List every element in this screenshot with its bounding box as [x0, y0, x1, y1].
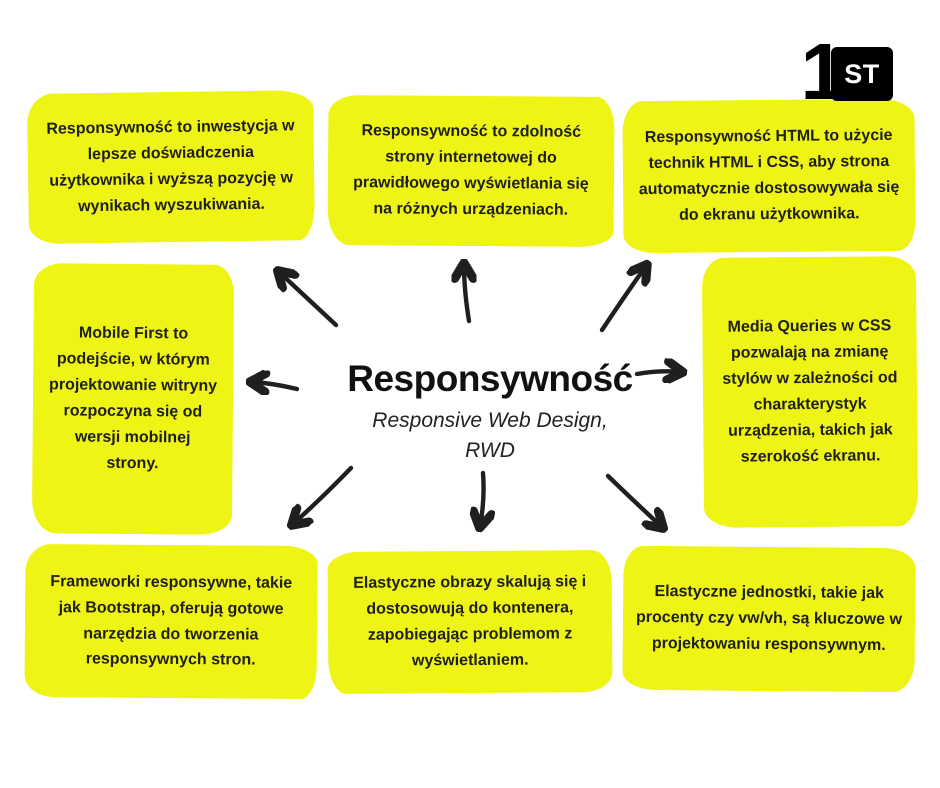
node-top-left-text: Responsywność to inwestycja w lepsze doś…: [46, 117, 295, 216]
node-mid-right: Media Queries w CSS pozwalają na zmianę …: [701, 256, 919, 528]
arrow-to-bottom-right: [605, 473, 662, 527]
arrow-to-top-left: [279, 272, 339, 328]
node-mid-left-text: Mobile First to podejście, w którym proj…: [49, 324, 218, 473]
node-bottom-right: Elastyczne jednostki, takie jak procenty…: [622, 545, 916, 693]
node-top-center-text: Responsywność to zdolność strony interne…: [353, 122, 589, 219]
arrow-to-mid-left: [252, 382, 300, 389]
node-top-center: Responsywność to zdolność strony interne…: [327, 95, 615, 247]
node-bottom-left: Frameworki responsywne, takie jak Bootst…: [24, 543, 318, 700]
arrow-to-top-center: [464, 265, 469, 324]
node-top-left: Responsywność to inwestycja w lepsze doś…: [26, 90, 316, 244]
center-title: Responsywność: [347, 358, 633, 399]
brand-logo: 1 ST: [801, 31, 893, 112]
node-top-right: Responsywność HTML to użycie technik HTM…: [622, 98, 916, 254]
center-topic: Responsywność Responsive Web Design, RWD: [325, 358, 655, 466]
node-bottom-right-text: Elastyczne jednostki, takie jak procenty…: [635, 583, 903, 654]
node-mid-right-text: Media Queries w CSS pozwalają na zmianę …: [722, 317, 898, 466]
arrow-to-bottom-left: [293, 465, 354, 524]
node-bottom-center-text: Elastyczne obrazy skalują się i dostosow…: [353, 573, 587, 670]
node-top-right-text: Responsywność HTML to użycie technik HTM…: [638, 127, 900, 224]
node-mid-left: Mobile First to podejście, w którym proj…: [31, 263, 235, 535]
arrow-to-top-right: [599, 266, 646, 333]
logo-st-badge: ST: [831, 47, 893, 102]
arrow-to-bottom-center: [480, 470, 484, 526]
node-bottom-center: Elastyczne obrazy skalują się i dostosow…: [327, 550, 613, 694]
node-bottom-left-text: Frameworki responsywne, takie jak Bootst…: [50, 572, 293, 669]
center-subtitle: Responsive Web Design, RWD: [372, 409, 608, 462]
